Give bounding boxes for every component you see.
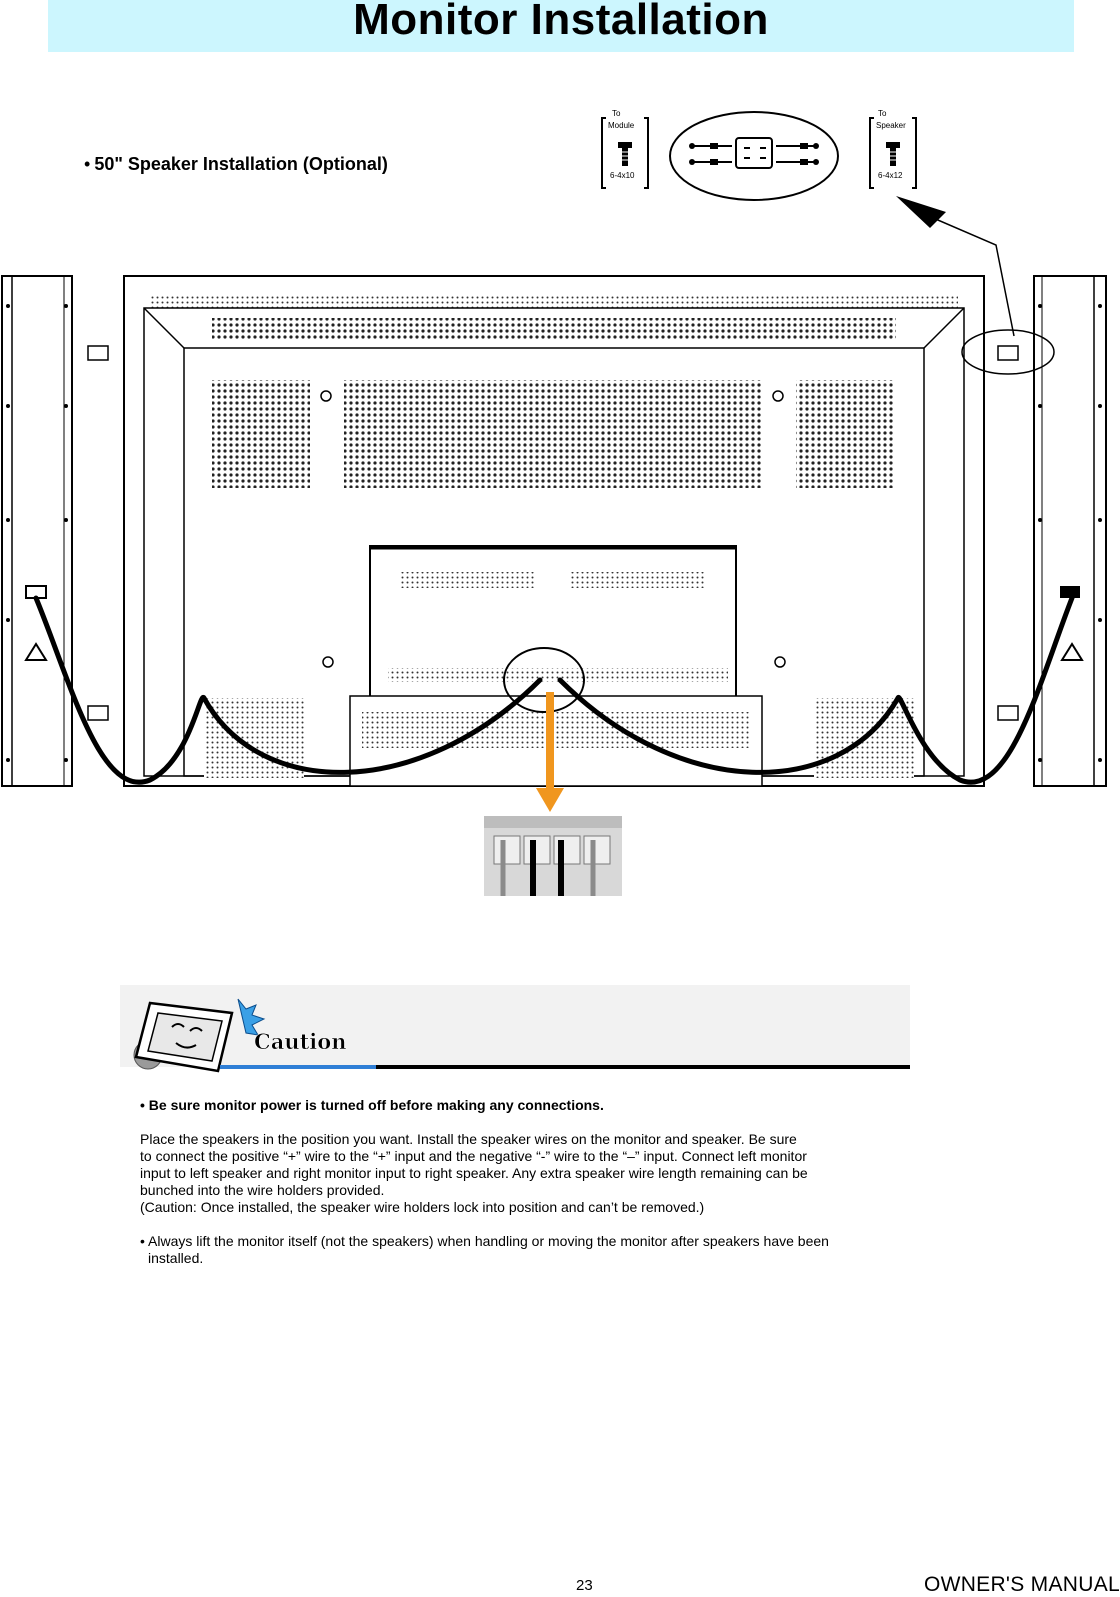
pointer-arrow	[896, 196, 1015, 337]
caution-paragraph-line: (Caution: Once installed, the speaker wi…	[140, 1199, 705, 1215]
heading-text: 50" Speaker Installation (Optional)	[94, 154, 388, 174]
caution-paragraph-line: Place the speakers in the position you w…	[140, 1131, 797, 1147]
monitor-rear	[87, 275, 1055, 787]
caution-paragraph-line: input to left speaker and right monitor …	[140, 1165, 808, 1181]
to-speaker-label-1: To	[878, 109, 887, 118]
caution-paragraph: Place the speakers in the position you w…	[140, 1131, 920, 1216]
terminal-photo	[484, 816, 622, 896]
section-heading: •50" Speaker Installation (Optional)	[84, 154, 388, 175]
to-module-label-2: Module	[608, 121, 635, 130]
manual-label: OWNER'S MANUAL	[923, 1573, 1120, 1596]
title-bar: Monitor Installation	[48, 0, 1074, 52]
caution-mascot-icon	[133, 998, 266, 1073]
to-speaker-label-2: Speaker	[876, 121, 906, 130]
left-speaker	[1, 275, 73, 787]
caution-banner: Caution	[120, 985, 910, 1073]
heading-bullet: •	[84, 154, 91, 174]
caution-text: • Be sure monitor power is turned off be…	[140, 1097, 920, 1267]
connector-closeup	[669, 111, 839, 201]
caution-paragraph-line: to connect the positive “+” wire to the …	[140, 1148, 807, 1164]
caution-note: • Always lift the monitor itself (not th…	[140, 1233, 829, 1266]
to-module-bracket: To Module 6-4x10	[601, 109, 649, 189]
page-title: Monitor Installation	[353, 0, 769, 44]
page-number: 23	[576, 1577, 593, 1594]
speaker-cables	[33, 595, 1075, 785]
screw-icon	[886, 142, 900, 166]
caution-paragraph-line: bunched into the wire holders provided.	[140, 1182, 385, 1198]
screw-icon	[618, 142, 632, 166]
to-module-label-1: To	[612, 109, 621, 118]
speaker-installation-diagram: To Module 6-4x10 To Speaker 6-4x12	[1, 109, 1107, 896]
caution-warning: • Be sure monitor power is turned off be…	[140, 1097, 604, 1113]
caution-label: Caution	[254, 1029, 347, 1054]
to-speaker-bracket: To Speaker 6-4x12	[869, 109, 917, 189]
orange-arrow	[536, 692, 564, 812]
screw-speaker-label: 6-4x12	[878, 171, 903, 180]
right-speaker	[1033, 275, 1107, 787]
screw-module-label: 6-4x10	[610, 171, 635, 180]
